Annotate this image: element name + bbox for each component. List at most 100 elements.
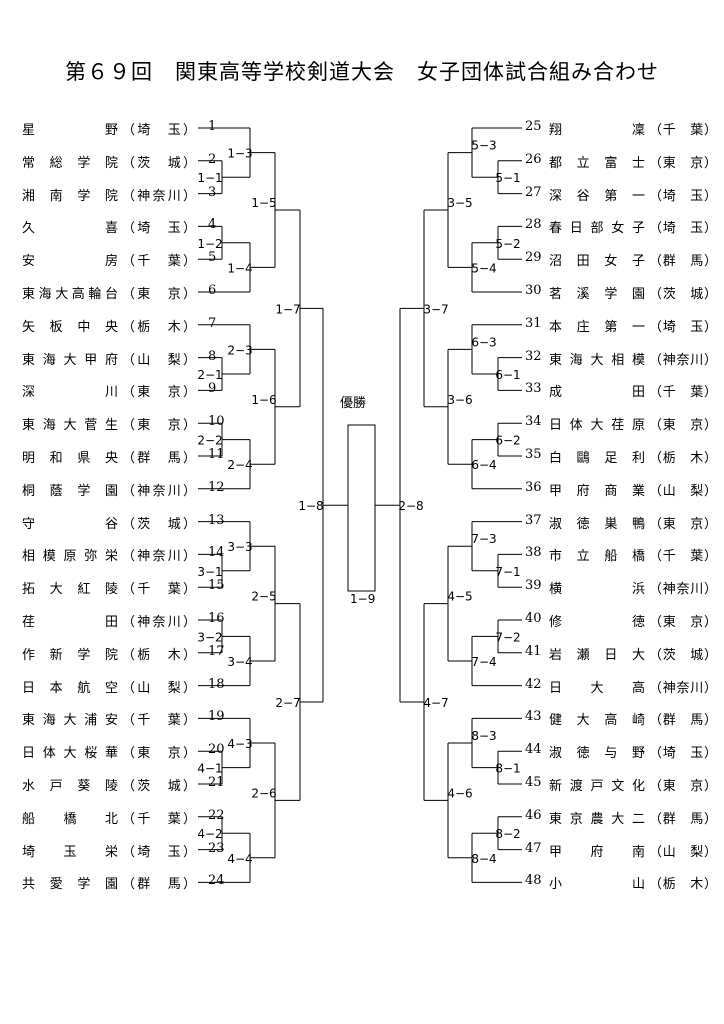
match-label: 3−4	[227, 655, 252, 669]
team-row: 星 野（埼 玉）1	[22, 119, 222, 139]
match-label: 6−4	[471, 458, 496, 472]
team-seed: 32	[525, 348, 542, 364]
match-label: 7−3	[471, 532, 496, 546]
team-seed: 38	[525, 545, 542, 561]
team-prefecture: （東 京）	[649, 418, 717, 434]
match-label: 1−5	[251, 196, 276, 210]
team-prefecture: （東 京）	[649, 516, 717, 532]
team-seed: 6	[208, 283, 217, 298]
team-seed: 14	[208, 545, 225, 561]
team-prefecture: （埼 玉）	[649, 188, 717, 204]
team-name: 安 房	[22, 254, 118, 270]
team-seed: 29	[525, 250, 542, 266]
team-seed: 13	[208, 512, 225, 528]
team-seed: 23	[208, 840, 225, 856]
champion-box	[347, 424, 376, 592]
team-name: 東海大相模	[549, 352, 645, 368]
team-seed: 11	[208, 447, 225, 462]
team-prefecture: （千 葉）	[122, 254, 196, 270]
match-label: 3−3	[227, 540, 252, 554]
team-prefecture: （栃 木）	[649, 451, 717, 466]
team-prefecture: （群 馬）	[649, 254, 717, 270]
team-row: 桐蔭学園（神奈川）12	[22, 480, 225, 500]
team-name: 共愛学園	[22, 877, 118, 893]
team-name: 荏 田	[22, 615, 118, 630]
team-seed: 25	[525, 119, 542, 134]
match-label: 6−1	[495, 368, 520, 382]
match-label: 2−5	[251, 590, 276, 604]
team-row: 拓大紅陵（千 葉）15	[22, 578, 225, 598]
team-name: 東海大高輪台	[22, 287, 118, 302]
team-name: 船 橋 北	[22, 811, 118, 827]
team-prefecture: （埼 玉）	[122, 844, 196, 860]
match-label: 2−4	[227, 458, 252, 472]
match-label: 4−3	[227, 737, 252, 751]
team-seed: 42	[525, 676, 542, 692]
team-name: 本庄第一	[549, 319, 645, 335]
team-name: 作新学院	[22, 647, 118, 663]
team-prefecture: （山 梨）	[122, 352, 196, 368]
team-seed: 7	[208, 315, 217, 331]
team-prefecture: （神奈川）	[122, 483, 196, 499]
match-label: 5−4	[471, 261, 496, 275]
team-name: 守 谷	[22, 516, 118, 532]
team-name: 淑徳与野	[549, 746, 645, 762]
team-seed: 27	[525, 184, 542, 200]
match-label: 2−2	[197, 434, 222, 448]
team-seed: 37	[525, 512, 542, 528]
team-prefecture: （群 馬）	[122, 877, 196, 893]
team-seed: 24	[208, 873, 225, 889]
team-seed: 8	[208, 348, 217, 364]
team-seed: 45	[525, 775, 542, 790]
team-prefecture: （埼 玉）	[649, 746, 717, 762]
team-seed: 30	[525, 283, 542, 298]
match-label: 2−3	[227, 343, 252, 357]
team-name: 常総学院	[22, 155, 118, 171]
match-label: 6−2	[495, 434, 520, 448]
team-name: 深谷第一	[549, 188, 645, 204]
team-row: 32 東海大相模（神奈川）	[525, 348, 717, 369]
match-label: 6−3	[471, 335, 496, 349]
match-label: 7−1	[495, 565, 520, 579]
team-prefecture: （神奈川）	[122, 615, 196, 630]
team-seed: 47	[525, 840, 542, 856]
match-label: 2−8	[398, 499, 423, 513]
team-prefecture: （群 馬）	[649, 811, 717, 827]
team-name: 東京農大二	[549, 811, 645, 827]
team-name: 春日部女子	[549, 221, 645, 237]
team-prefecture: （神奈川）	[649, 352, 717, 368]
team-name: 市立船橋	[549, 549, 645, 565]
team-name: 成 田	[549, 385, 645, 401]
team-prefecture: （埼 玉）	[649, 319, 717, 335]
team-name: 小 山	[549, 877, 645, 893]
team-prefecture: （千 葉）	[649, 385, 717, 401]
team-prefecture: （神奈川）	[122, 188, 196, 204]
team-prefecture: （栃 木）	[122, 647, 196, 663]
team-row: 33 成 田（千 葉）	[525, 381, 717, 401]
match-label: 4−2	[197, 827, 222, 841]
team-seed: 33	[525, 381, 542, 397]
team-seed: 41	[525, 643, 542, 659]
team-name: 沼田女子	[549, 254, 645, 270]
team-prefecture: （東 京）	[649, 155, 717, 171]
team-seed: 2	[208, 151, 217, 167]
team-name: 湘南学院	[22, 188, 118, 204]
team-prefecture: （群 馬）	[122, 451, 196, 466]
team-name: 翔 凜	[549, 123, 645, 138]
match-label: 1−6	[251, 393, 276, 407]
team-row: 船 橋 北（千 葉）22	[22, 808, 225, 828]
team-seed: 15	[208, 578, 225, 594]
team-seed: 39	[525, 578, 542, 594]
team-prefecture: （茨 城）	[649, 287, 717, 302]
match-label: 1−3	[227, 147, 252, 161]
match-label: 4−4	[227, 852, 252, 866]
team-seed: 18	[208, 676, 225, 692]
